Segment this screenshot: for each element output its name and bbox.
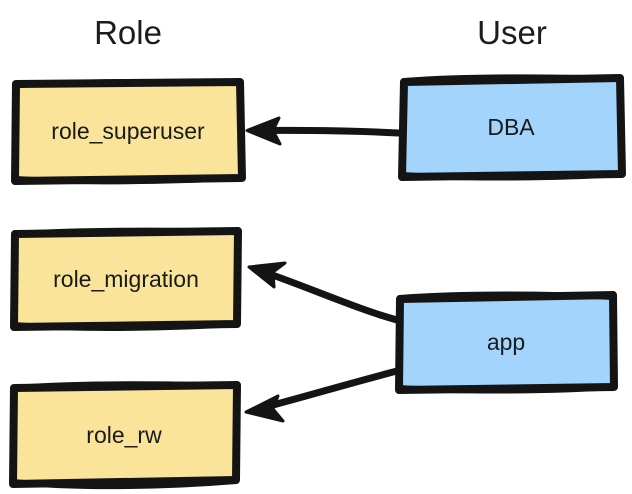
node-role-migration[interactable]: role_migration: [10, 227, 242, 331]
node-app[interactable]: app: [395, 291, 618, 394]
node-dba[interactable]: DBA: [398, 74, 626, 181]
edge-app-to-role-migration: [247, 261, 401, 324]
edge-dba-to-role-superuser: [245, 116, 402, 146]
node-role-rw[interactable]: role_rw: [8, 381, 241, 490]
edge-app-to-role-rw: [244, 367, 401, 423]
node-role-superuser[interactable]: role_superuser: [11, 78, 246, 185]
column-header-role: Role: [94, 14, 162, 51]
column-header-user: User: [477, 14, 547, 51]
